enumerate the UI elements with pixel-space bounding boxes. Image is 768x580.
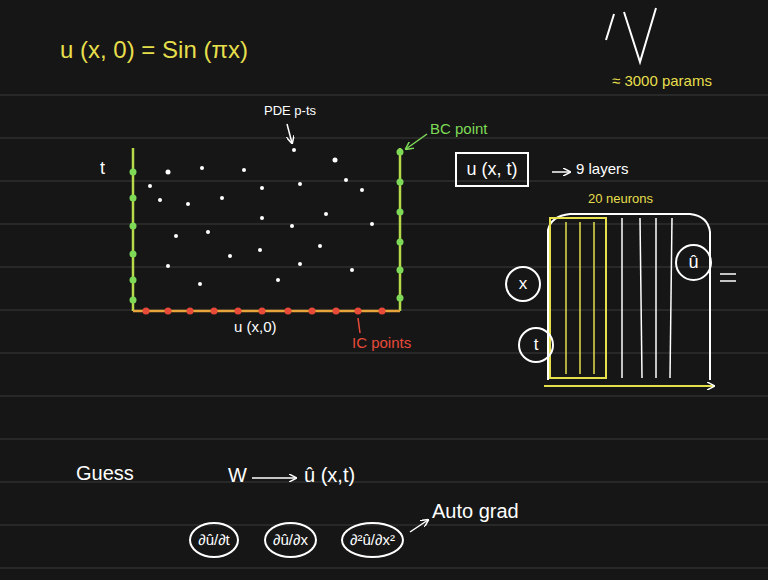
derivative-circle: ∂û/∂x [264,522,317,558]
variable-label: W [228,464,247,487]
node-text: ∂û/∂x [273,531,308,548]
annotation-text: 20 neurons [588,192,653,207]
annotation-text: PDE p-ts [264,104,316,119]
axis-label: t [100,158,105,179]
formula-text: u (x, 0) = Sin (πx) [60,36,248,64]
boxed-formula: u (x, t) [455,152,529,187]
input-node: x [505,266,541,302]
annotation-text: Guess [76,462,134,485]
derivative-circle: ∂û/∂t [189,522,239,558]
node-text: ∂û/∂t [198,531,230,548]
annotation-text: BC point [430,120,488,137]
node-text: t [534,335,539,355]
node-text: û [688,252,698,273]
annotation-text: ≈ 3000 params [612,72,712,89]
output-node: û [675,244,712,281]
node-text: ∂²û/∂x² [350,531,395,548]
annotation-text: 9 layers [576,160,629,177]
formula-text: u (x,0) [234,318,277,335]
input-node: t [518,327,554,363]
annotation-text: Auto grad [432,500,519,523]
annotation-text: IC points [352,334,411,351]
derivative-circle: ∂²û/∂x² [341,522,404,558]
formula-text: û (x,t) [304,464,355,487]
node-text: u (x, t) [466,159,517,180]
node-text: x [519,274,528,294]
